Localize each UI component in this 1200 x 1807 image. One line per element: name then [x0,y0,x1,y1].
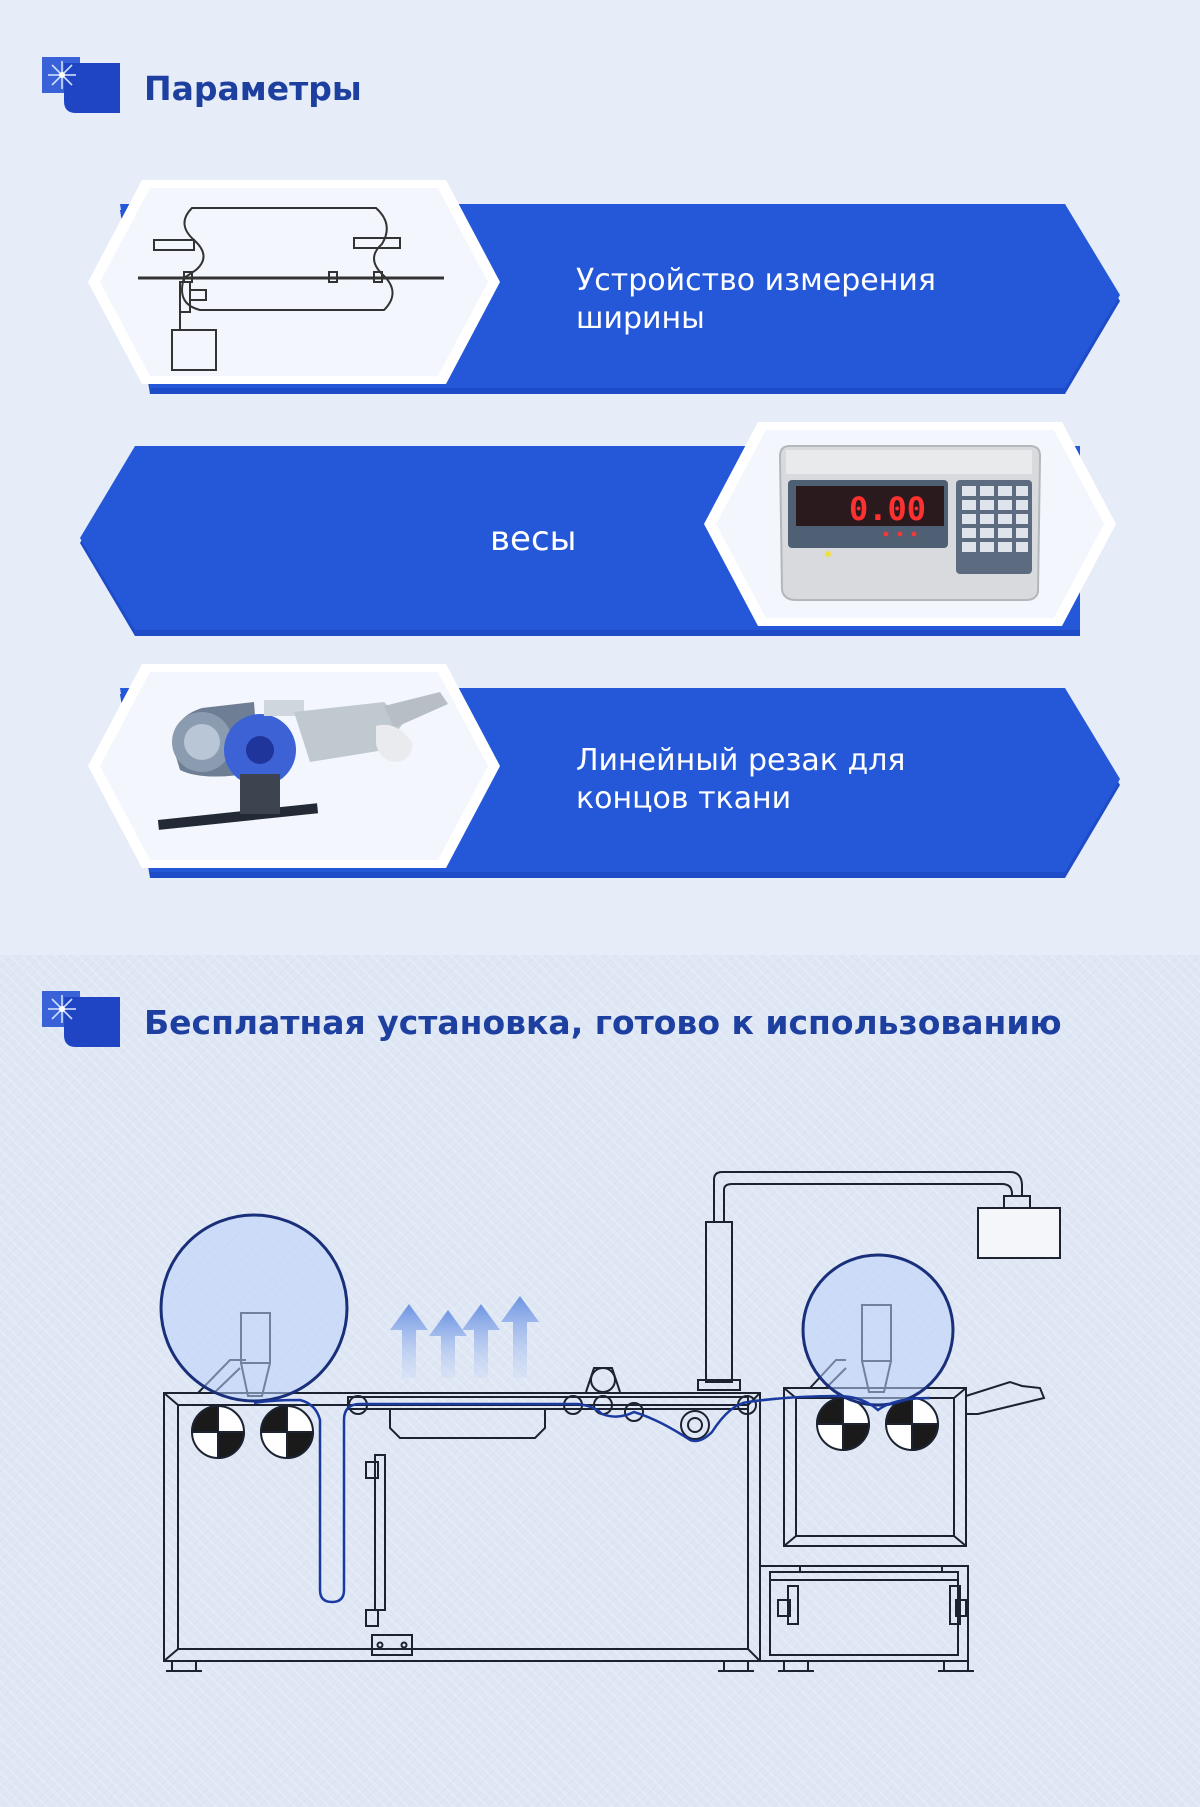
parameters-heading: Параметры [42,56,362,120]
roller-icon [884,1396,940,1452]
section-title: Бесплатная установка, готово к использов… [144,1002,1062,1042]
hex-frame-scale: 0.00 [704,422,1116,626]
linear-cutter-icon [157,692,448,830]
scale-display-icon [778,445,1042,601]
fabric-path [253,1394,931,1604]
brand-logo-icon [42,57,124,119]
highlight-circle-right [801,1253,955,1407]
hex-frame-linear-cutter [88,664,500,868]
band-label-width-measuring: Устройство измерения ширины [576,263,936,336]
page-title: Параметры [144,68,362,108]
band-label-scale: весы [490,519,577,559]
highlight-circle-left [159,1213,349,1403]
installation-heading: Бесплатная установка, готово к использов… [42,990,1062,1054]
brand-logo-icon-2 [42,991,124,1053]
band-label-linear-cutter: Линейный резак для концов ткани [576,743,906,816]
hex-frame-width-measuring [88,180,500,384]
width-measuring-device-icon [138,207,444,371]
roller-icon [815,1396,871,1452]
roller-icon [259,1404,315,1460]
airflow-arrows-icon [390,1296,539,1378]
roller-icon [190,1404,246,1460]
scale-reading: 0.00 [849,490,926,528]
